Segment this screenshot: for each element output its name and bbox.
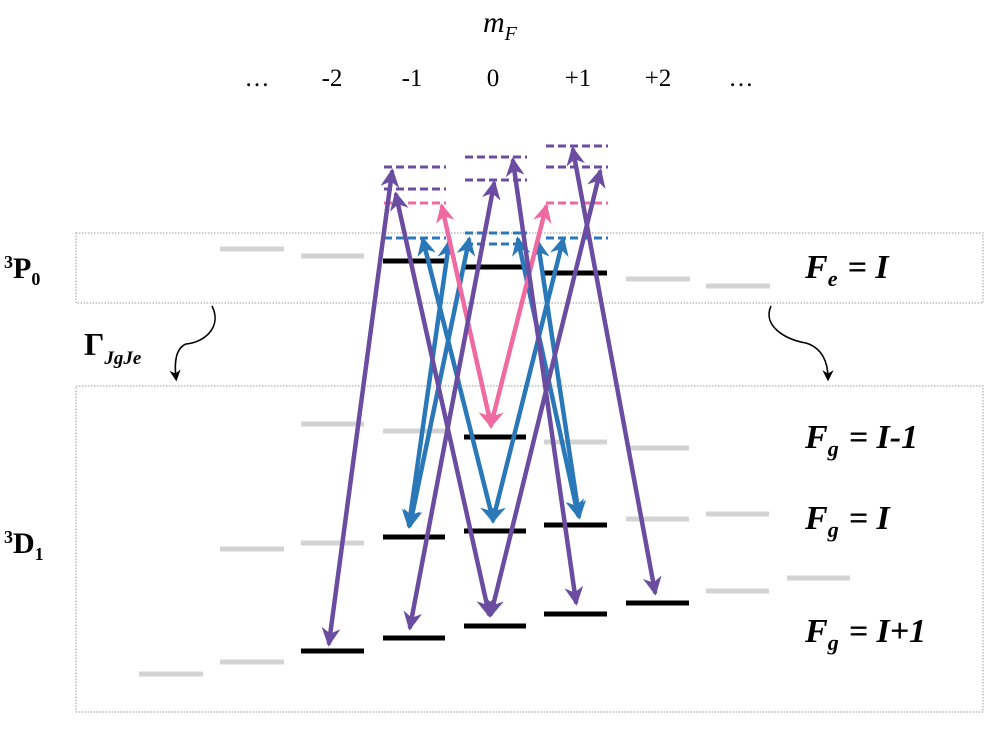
Fe-label: Fe= I	[804, 249, 890, 291]
Fg-label-I-minus-1: Fg= I-1	[804, 419, 918, 461]
mF-col-ellipsis-right: …	[729, 65, 754, 92]
Fg-label-I: Fg= I	[804, 500, 892, 542]
transition-purple	[505, 157, 584, 606]
ground-inactive-levels	[139, 421, 850, 677]
Fg-label-I-plus-1: Fg= I+1	[804, 613, 926, 655]
mF-label: mF	[483, 6, 518, 45]
transition-purple	[566, 146, 662, 596]
mF-column-labels: … -2 -1 0 +1 +2 …	[245, 65, 754, 92]
mF-col-0: 0	[487, 65, 500, 92]
ground-state-label: 3D1	[4, 527, 44, 564]
excited-state-label: 3P0	[4, 252, 40, 289]
transitions	[321, 146, 662, 647]
mF-col-plus-1: +1	[565, 65, 592, 92]
transition-purple	[403, 180, 501, 631]
transition-purple	[485, 168, 606, 618]
transition-purple	[390, 191, 495, 618]
mF-col-minus-2: -2	[322, 65, 343, 92]
F-labels: Fe= I Fg= I-1 Fg= I Fg= I+1	[804, 249, 926, 655]
mF-col-ellipsis-left: …	[245, 65, 270, 92]
decay-arrow-right	[768, 305, 834, 382]
mF-col-plus-2: +2	[645, 65, 672, 92]
transition-purple	[321, 168, 400, 647]
mF-col-minus-1: -1	[402, 65, 423, 92]
ground-manifold-box	[75, 385, 984, 713]
decay-arrow-left	[169, 305, 216, 382]
decay-rate-label: ΓJgJe	[84, 326, 142, 369]
